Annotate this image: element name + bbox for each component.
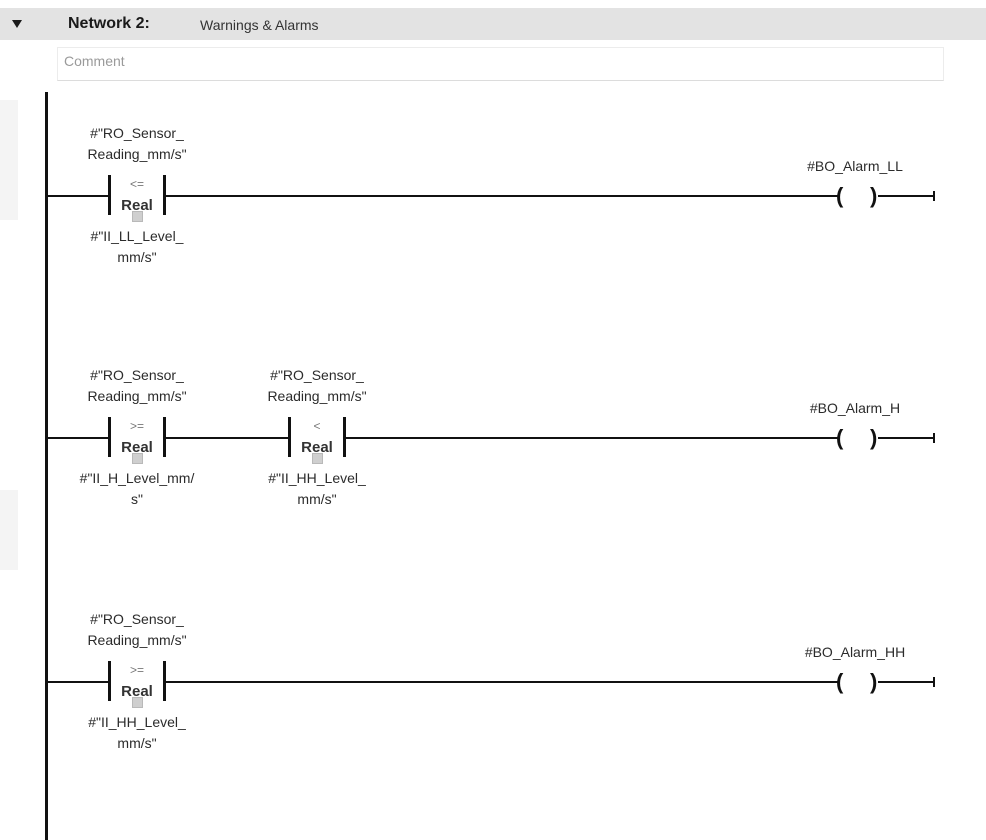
- coil-left-paren: (: [836, 669, 844, 694]
- data-type-dropdown-icon[interactable]: [312, 453, 323, 464]
- data-type-dropdown-icon[interactable]: [132, 453, 143, 464]
- contact-bottom-operand: #"II_HH_Level_ mm/s": [88, 714, 186, 751]
- compare-operator: <=: [129, 177, 144, 191]
- coil-left-paren: (: [836, 425, 844, 450]
- wire: [878, 437, 934, 439]
- wire: [46, 681, 108, 683]
- network-title[interactable]: Warnings & Alarms: [200, 17, 319, 33]
- contact-bottom-operand: #"II_LL_Level_ mm/s": [90, 228, 184, 265]
- coil-left-paren: (: [836, 183, 844, 208]
- wire: [166, 681, 838, 683]
- data-type: Real: [301, 439, 333, 456]
- contact-top-operand: #"RO_Sensor_ Reading_mm/s": [267, 367, 367, 404]
- contact-left-bar: [108, 417, 111, 457]
- contact-right-bar: [163, 175, 166, 215]
- wire: [46, 437, 108, 439]
- collapse-arrow-icon[interactable]: [12, 20, 22, 28]
- network-header: Network 2: Warnings & Alarms: [0, 8, 986, 40]
- wire: [878, 195, 934, 197]
- contact-right-bar: [343, 417, 346, 457]
- wire: [166, 195, 838, 197]
- contact-left-bar: [288, 417, 291, 457]
- contact-top-operand: #"RO_Sensor_ Reading_mm/s": [87, 125, 187, 162]
- power-rail: [45, 92, 48, 840]
- rung-end-tick: [933, 677, 935, 687]
- rung-end-tick: [933, 191, 935, 201]
- comment-field[interactable]: Comment: [57, 47, 944, 81]
- wire: [46, 195, 108, 197]
- wire: [346, 437, 838, 439]
- coil-right-paren: ): [870, 425, 878, 450]
- data-type: Real: [121, 683, 153, 700]
- coil-right-paren: ): [870, 183, 878, 208]
- left-margin: [0, 100, 18, 220]
- network-number: Network 2:: [68, 15, 150, 32]
- data-type-dropdown-icon[interactable]: [132, 211, 143, 222]
- compare-operator: <: [313, 419, 321, 433]
- contact-right-bar: [163, 417, 166, 457]
- coil-right-paren: ): [870, 669, 878, 694]
- wire: [166, 437, 288, 439]
- left-margin: [0, 490, 18, 570]
- contact-bottom-operand: #"II_H_Level_mm/ s": [79, 470, 195, 507]
- coil-operand: #BO_Alarm_H: [809, 400, 901, 416]
- coil-operand: #BO_Alarm_HH: [804, 644, 906, 660]
- contact-top-operand: #"RO_Sensor_ Reading_mm/s": [87, 611, 187, 648]
- compare-operator: >=: [129, 419, 144, 433]
- compare-operator: >=: [129, 663, 144, 677]
- rung-end-tick: [933, 433, 935, 443]
- data-type: Real: [121, 439, 153, 456]
- contact-top-operand: #"RO_Sensor_ Reading_mm/s": [87, 367, 187, 404]
- contact-left-bar: [108, 661, 111, 701]
- wire: [878, 681, 934, 683]
- data-type-dropdown-icon[interactable]: [132, 697, 143, 708]
- contact-right-bar: [163, 661, 166, 701]
- data-type: Real: [121, 197, 153, 214]
- contact-left-bar: [108, 175, 111, 215]
- contact-bottom-operand: #"II_HH_Level_ mm/s": [268, 470, 366, 507]
- coil-operand: #BO_Alarm_LL: [807, 158, 903, 174]
